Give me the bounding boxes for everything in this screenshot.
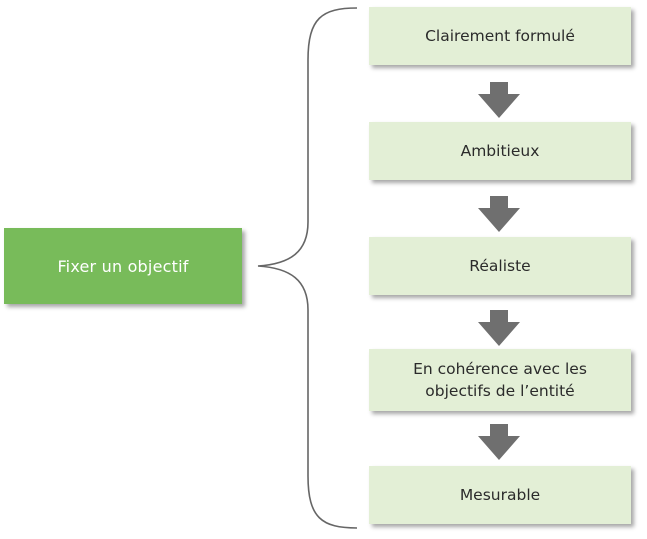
main-goal-box: Fixer un objectif <box>4 228 242 304</box>
down-arrow-2 <box>478 196 520 232</box>
down-arrow-1 <box>478 82 520 118</box>
step-box-coherent: En cohérence avec les objectifs de l’ent… <box>369 349 631 411</box>
down-arrow-3 <box>478 310 520 346</box>
step-box-clearly-stated: Clairement formulé <box>369 7 631 65</box>
step-label: Ambitieux <box>460 142 540 160</box>
step-label: Mesurable <box>459 486 541 504</box>
step-label: En cohérence avec les objectifs de l’ent… <box>413 360 587 400</box>
curly-brace <box>257 7 358 529</box>
step-label: Clairement formulé <box>425 27 575 45</box>
step-box-ambitious: Ambitieux <box>369 122 631 180</box>
main-goal-label: Fixer un objectif <box>57 256 189 276</box>
step-label: Réaliste <box>469 257 531 275</box>
step-box-measurable: Mesurable <box>369 466 631 524</box>
step-box-realistic: Réaliste <box>369 237 631 295</box>
down-arrow-4 <box>478 424 520 460</box>
